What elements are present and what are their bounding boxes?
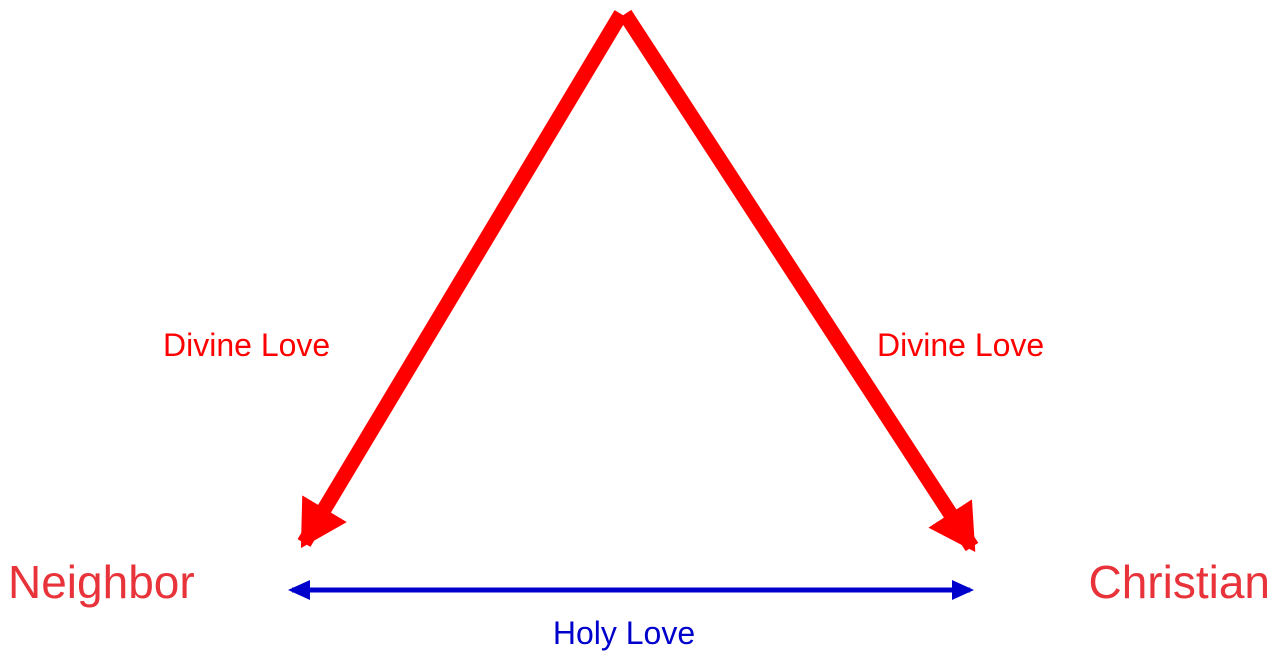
divine-love-label-left: Divine Love	[163, 327, 330, 363]
christian-label: Christian	[1088, 556, 1270, 608]
divine-love-arrow-right	[618, 9, 979, 553]
divine-love-arrow-left	[297, 10, 628, 549]
holy-love-label: Holy Love	[553, 615, 695, 651]
divine-love-label-right: Divine Love	[877, 327, 1044, 363]
neighbor-label: Neighbor	[8, 556, 195, 608]
